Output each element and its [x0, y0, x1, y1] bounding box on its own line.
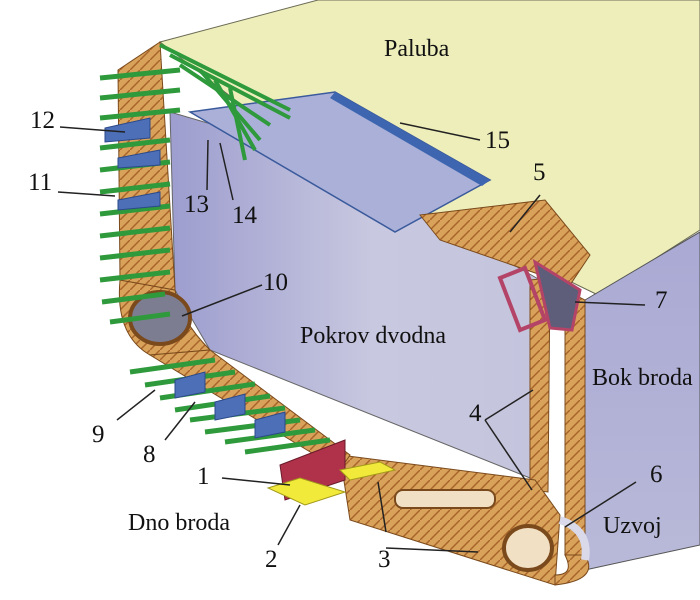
- label-bilge: Uzvoj: [603, 513, 662, 539]
- callout-8: 8: [143, 441, 156, 468]
- callout-11: 11: [28, 169, 52, 196]
- side-longitudinals-11: [99, 67, 181, 325]
- bottom-brackets: [174, 371, 286, 439]
- bilge-plate: [554, 554, 590, 586]
- label-deck: Paluba: [384, 36, 450, 62]
- callout-5: 5: [533, 159, 546, 186]
- callout-13: 13: [184, 191, 209, 218]
- callout-3: 3: [378, 546, 391, 573]
- callout-6: 6: [650, 461, 663, 488]
- label-side: Bok broda: [592, 365, 693, 391]
- bilge-strip: [558, 516, 590, 561]
- hatch-coaming-flange: [330, 92, 490, 186]
- side-bracket-magenta: [497, 265, 548, 333]
- label-inner-bottom: Pokrov dvodna: [300, 323, 446, 349]
- bracket-7: [532, 258, 582, 332]
- deck-longitudinals-13-14: [159, 43, 291, 161]
- floor-lightening-hole: [394, 489, 496, 509]
- bilge-lightening-hole: [502, 524, 554, 572]
- callout-2: 2: [265, 546, 278, 573]
- deck-transverse: [419, 199, 591, 286]
- callout-1: 1: [197, 463, 210, 490]
- callout-9: 9: [92, 421, 105, 448]
- keel-strip: [338, 461, 397, 481]
- callout-7: 7: [655, 287, 668, 314]
- callout-10: 10: [263, 269, 288, 296]
- brackets-12: [104, 117, 161, 211]
- leader-lines: [57, 122, 646, 553]
- callout-14: 14: [232, 202, 258, 229]
- callout-4: 4: [469, 400, 482, 427]
- callout-12: 12: [30, 107, 55, 134]
- label-bottom: Dno broda: [128, 510, 230, 536]
- callout-15: 15: [485, 127, 510, 154]
